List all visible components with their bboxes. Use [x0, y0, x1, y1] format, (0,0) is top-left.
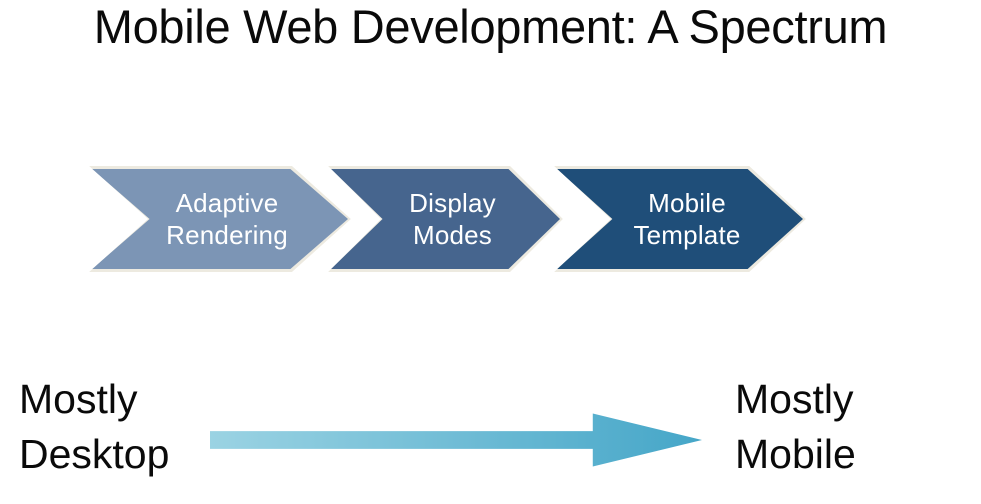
spectrum-right-label: Mostly Mobile [735, 376, 856, 477]
process-step-mobile-template[interactable]: Mobile Template [554, 166, 806, 272]
arrow-right-icon [210, 413, 702, 467]
spectrum-gradient-arrow-icon [210, 406, 702, 474]
process-chevron-band: Adaptive Rendering Display Modes Mobile … [0, 166, 981, 274]
process-step-label: Display Modes [409, 188, 496, 250]
process-step-adaptive-rendering[interactable]: Adaptive Rendering [89, 166, 351, 272]
process-step-label: Mobile Template [633, 188, 741, 250]
process-step-display-modes[interactable]: Display Modes [328, 166, 563, 272]
spectrum-row: Mostly Desktop Mostly Mobile [0, 372, 981, 504]
process-step-label: Adaptive Rendering [166, 188, 288, 250]
page-title: Mobile Web Development: A Spectrum [93, 0, 888, 53]
spectrum-left-label: Mostly Desktop [19, 376, 170, 477]
